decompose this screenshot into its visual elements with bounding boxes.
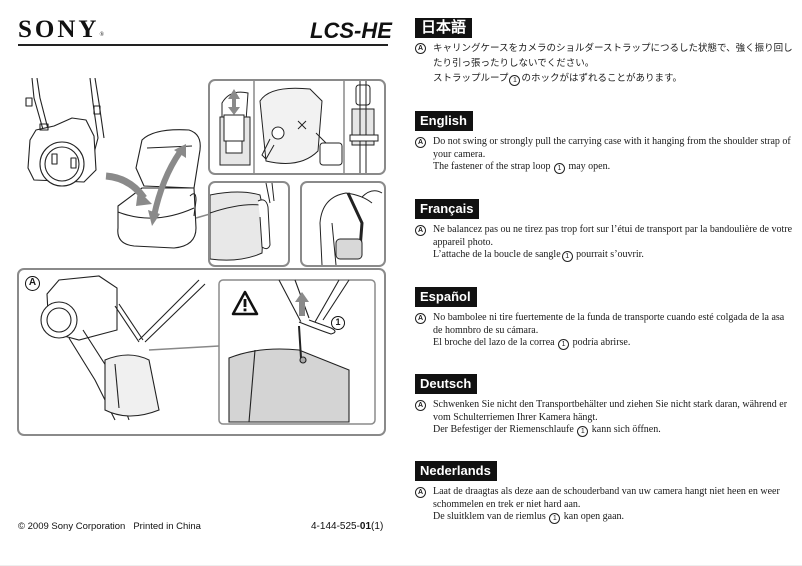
note-text-a: L’attache de la boucle de sangle: [433, 249, 561, 260]
note-text-b: のホックがはずれることがあります。: [521, 73, 682, 84]
warning-item: A Ne balancez pas ou ne tirez pas trop f…: [415, 224, 795, 262]
marker-a-icon: A: [415, 225, 426, 236]
warning-triangle-icon: [231, 290, 259, 316]
warning-text: Do not swing or strongly pull the carryi…: [433, 136, 791, 160]
number-1-icon: 1: [549, 513, 561, 524]
note-text-b: kann sich öffnen.: [589, 424, 661, 435]
warning-text: Ne balancez pas ou ne tirez pas trop for…: [433, 224, 793, 248]
number-1-icon: 1: [509, 75, 521, 86]
model-number: LCS-HE: [310, 18, 392, 43]
note-text-a: Der Befestiger der Riemenschlaufe: [433, 424, 577, 435]
panel-strap-loop-steps: [208, 79, 386, 175]
warning-text: No bambolee ni tire fuertemente de la fu…: [433, 312, 785, 336]
warning-item: A No bambolee ni tire fuertemente de la …: [415, 312, 795, 350]
part-number-prefix: 4-144-525-: [311, 521, 360, 532]
lang-heading-dutch: Nederlands: [415, 461, 497, 481]
warning-scene-drawing: [40, 275, 376, 425]
header-rule: [18, 44, 388, 46]
warning-text: Schwenken Sie nicht den Transportbehälte…: [433, 399, 788, 423]
lang-heading-english: English: [415, 111, 473, 131]
callout-number-1: 1: [331, 316, 345, 330]
note-text-b: may open.: [565, 161, 611, 172]
marker-a-icon: A: [415, 313, 426, 324]
section-japanese: 日本語 A キャリングケースをカメラのショルダーストラップにつるした状態で、強く…: [415, 18, 795, 86]
marker-a-icon: A: [415, 43, 426, 54]
fastener-note: Der Befestiger der Riemenschlaufe 1 kann…: [433, 424, 795, 437]
marker-a-icon: A: [415, 487, 426, 498]
note-text-b: podría abrirse.: [570, 337, 631, 348]
marker-a-icon: A: [415, 400, 426, 411]
fastener-note: De sluitklem van de riemlus 1 kan open g…: [433, 511, 795, 524]
number-1-icon: 1: [577, 426, 589, 437]
strap-loop-steps-drawing: [219, 81, 379, 173]
brand-name: SONY: [18, 16, 100, 43]
number-1-icon: 1: [561, 251, 573, 262]
illustration-camera-into-case: [14, 78, 210, 268]
note-text-a: De sluitklem van de riemlus: [433, 511, 549, 522]
printed-in-text: Printed in China: [133, 521, 201, 532]
note-text-b: kan open gaan.: [561, 511, 625, 522]
lang-heading-japanese: 日本語: [415, 18, 473, 38]
note-text-a: The fastener of the strap loop: [433, 161, 553, 172]
panel-clip-detail: [208, 181, 290, 267]
note-text-b: pourrait s’ouvrir.: [573, 249, 644, 260]
section-german: Deutsch A Schwenken Sie nicht den Transp…: [415, 374, 795, 437]
warning-text: Laat de draagtas als deze aan de schoude…: [433, 486, 780, 510]
lang-heading-spanish: Español: [415, 287, 477, 307]
panel-worn-on-shoulder: [300, 181, 386, 267]
lang-heading-german: Deutsch: [415, 374, 478, 394]
note-text-a: El broche del lazo de la correa: [433, 337, 558, 348]
section-dutch: Nederlands A Laat de draagtas als deze a…: [415, 461, 795, 524]
part-number: 4-144-525-01(1): [311, 521, 383, 532]
warning-item: A Do not swing or strongly pull the carr…: [415, 136, 795, 174]
note-text-a: ストラップループ: [433, 73, 509, 84]
section-spanish: Español A No bambolee ni tire fuertement…: [415, 287, 795, 350]
part-number-suffix: (1): [371, 521, 384, 532]
section-french: Français A Ne balancez pas ou ne tirez p…: [415, 199, 795, 262]
warning-text: キャリングケースをカメラのショルダーストラップにつるした状態で、強く振り回したり…: [433, 43, 793, 69]
footer-copyright: © 2009 Sony Corporation Printed in China: [18, 521, 201, 532]
panel-warning-illustration: A 1: [17, 268, 386, 436]
registered-mark: ®: [99, 32, 105, 38]
part-number-bold: 01: [359, 521, 372, 532]
copyright-text: © 2009 Sony Corporation: [18, 521, 126, 532]
fastener-note: El broche del lazo de la correa 1 podría…: [433, 337, 795, 350]
warning-item: A Schwenken Sie nicht den Transportbehäl…: [415, 399, 795, 437]
shoulder-wear-drawing: [319, 190, 383, 265]
number-1-icon: 1: [553, 163, 565, 174]
clip-detail-drawing: [210, 183, 275, 261]
warning-item: A Laat de draagtas als deze aan de schou…: [415, 486, 795, 524]
warning-item: A キャリングケースをカメラのショルダーストラップにつるした状態で、強く振り回し…: [415, 41, 795, 86]
lang-heading-french: Français: [415, 199, 480, 219]
section-english: English A Do not swing or strongly pull …: [415, 111, 795, 174]
camera-case-drawing: [25, 78, 210, 249]
figure-label-a: A: [25, 276, 40, 291]
number-1-icon: 1: [558, 339, 570, 350]
sony-logo: SONY®: [18, 16, 104, 44]
marker-a-icon: A: [415, 137, 426, 148]
fastener-note: The fastener of the strap loop 1 may ope…: [433, 161, 795, 174]
